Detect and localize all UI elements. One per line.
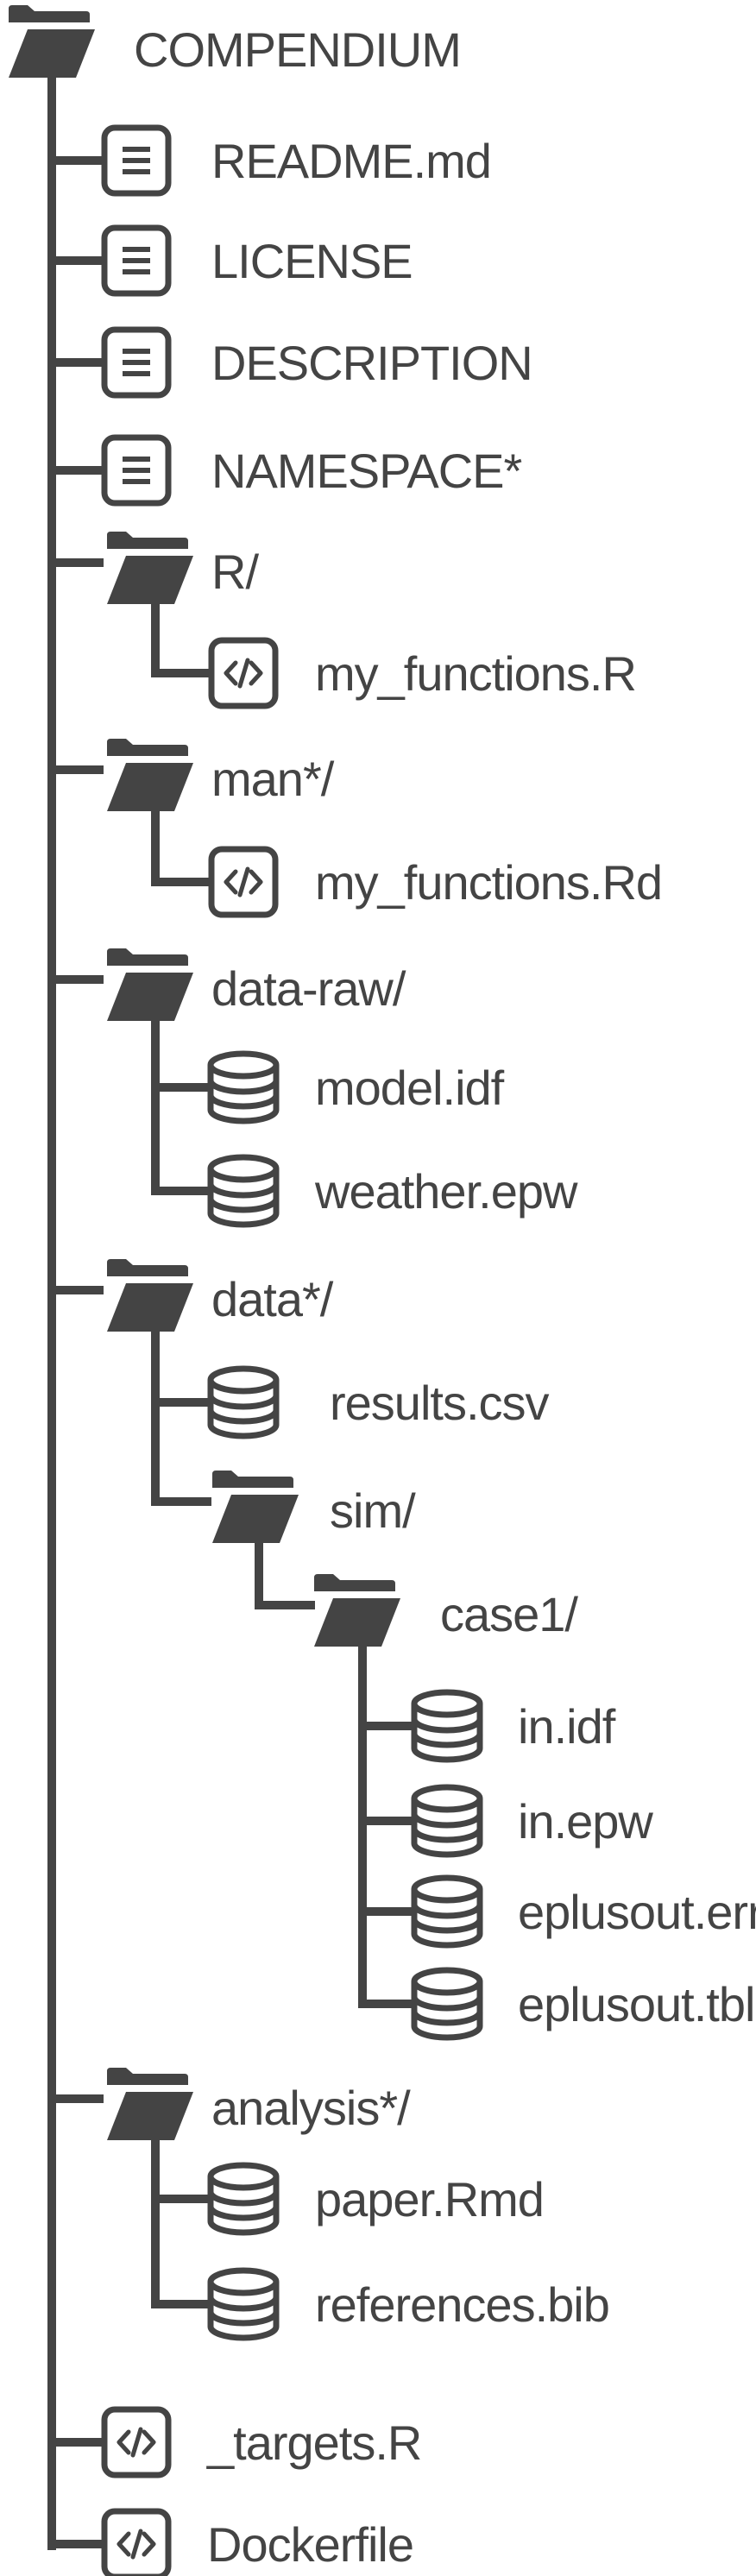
folder-icon xyxy=(107,739,193,811)
tree-node-paper-rmd[interactable]: paper.Rmd xyxy=(211,2165,545,2233)
node-label: _targets.R xyxy=(206,2415,421,2470)
database-icon xyxy=(211,1054,276,1122)
database-icon xyxy=(211,2271,276,2339)
tree-node-data-folder[interactable]: data*/ xyxy=(107,1259,335,1332)
tree-node-in-epw[interactable]: in.epw xyxy=(414,1787,654,1855)
tree-node-description[interactable]: DESCRIPTION xyxy=(104,330,533,395)
sub-case1-folder xyxy=(358,1627,419,2008)
node-label: my_functions.R xyxy=(315,646,636,701)
database-icon xyxy=(414,1787,480,1855)
tree-node-r-folder[interactable]: R/ xyxy=(107,532,260,604)
node-label: eplusout.err xyxy=(518,1885,756,1939)
database-icon xyxy=(211,1157,276,1225)
node-label: R/ xyxy=(211,545,259,599)
tree-node-license[interactable]: LICENSE xyxy=(104,228,413,293)
tree-node-readme[interactable]: README.md xyxy=(104,128,492,193)
tree-node-eplusout-err[interactable]: eplusout.err xyxy=(414,1878,756,1946)
node-label: my_functions.Rd xyxy=(315,855,662,910)
document-icon xyxy=(104,228,168,293)
database-icon xyxy=(211,1369,276,1437)
tree-node-model-idf[interactable]: model.idf xyxy=(211,1054,506,1122)
node-label: model.idf xyxy=(315,1061,505,1115)
sub-data-folder xyxy=(151,1312,211,1506)
node-label: DESCRIPTION xyxy=(211,336,532,390)
node-label: Dockerfile xyxy=(207,2517,413,2572)
tree-node-data-raw-folder[interactable]: data-raw/ xyxy=(107,948,407,1021)
node-label: weather.epw xyxy=(314,1164,578,1219)
tree-node-my-functions-rd[interactable]: my_functions.Rd xyxy=(211,849,663,915)
database-icon xyxy=(414,1970,480,2038)
database-icon xyxy=(211,2165,276,2233)
tree-node-case1-folder[interactable]: case1/ xyxy=(314,1574,579,1647)
tree-node-eplusout-tbl[interactable]: eplusout.tbl xyxy=(414,1970,755,2038)
node-label: references.bib xyxy=(315,2277,609,2332)
document-icon xyxy=(104,438,168,503)
folder-icon xyxy=(9,5,95,78)
tree-node-in-idf[interactable]: in.idf xyxy=(414,1692,617,1760)
node-label: results.csv xyxy=(330,1376,549,1430)
folder-icon xyxy=(107,948,193,1021)
sub-r-folder xyxy=(151,584,211,677)
node-label: in.epw xyxy=(518,1794,653,1849)
tree-node-targets-r[interactable]: _targets.R xyxy=(104,2409,422,2475)
code-icon xyxy=(211,640,275,706)
tree-root[interactable]: COMPENDIUM xyxy=(9,5,462,78)
node-label: man*/ xyxy=(211,752,335,806)
database-icon xyxy=(414,1878,480,1946)
node-label: data*/ xyxy=(211,1272,334,1326)
tree-node-namespace[interactable]: NAMESPACE* xyxy=(104,438,522,503)
tree-connectors xyxy=(47,56,419,2550)
document-icon xyxy=(104,128,168,193)
node-label: in.idf xyxy=(518,1699,616,1754)
node-label: data-raw/ xyxy=(211,961,406,1016)
node-label: NAMESPACE* xyxy=(211,444,521,498)
tree-node-sim-folder[interactable]: sim/ xyxy=(212,1471,417,1543)
tree-node-results-csv[interactable]: results.csv xyxy=(211,1369,550,1437)
sub-sim-folder xyxy=(255,1523,315,1609)
database-icon xyxy=(414,1692,480,1760)
code-icon xyxy=(104,2511,168,2576)
folder-icon xyxy=(107,532,193,604)
tree-node-man-folder[interactable]: man*/ xyxy=(107,739,336,811)
node-label: case1/ xyxy=(440,1587,578,1641)
folder-icon xyxy=(314,1574,400,1647)
tree-node-dockerfile[interactable]: Dockerfile xyxy=(104,2511,414,2576)
folder-icon xyxy=(212,1471,299,1543)
code-icon xyxy=(211,849,275,915)
sub-analysis-folder xyxy=(151,2120,211,2308)
folder-icon xyxy=(107,1259,193,1332)
document-icon xyxy=(104,330,168,395)
node-label: sim/ xyxy=(330,1483,416,1538)
root-label: COMPENDIUM xyxy=(134,22,461,77)
tree-node-analysis-folder[interactable]: analysis*/ xyxy=(107,2068,412,2140)
node-label: paper.Rmd xyxy=(315,2172,544,2226)
tree-node-references-bib[interactable]: references.bib xyxy=(211,2271,610,2339)
node-label: LICENSE xyxy=(211,234,413,288)
tree-node-weather-epw[interactable]: weather.epw xyxy=(211,1157,579,1225)
tree-node-my-functions-r[interactable]: my_functions.R xyxy=(211,640,637,706)
node-label: README.md xyxy=(211,134,491,188)
node-label: eplusout.tbl xyxy=(518,1977,754,2031)
node-label: analysis*/ xyxy=(211,2081,411,2135)
sub-man-folder xyxy=(151,791,211,886)
folder-icon xyxy=(107,2068,193,2140)
sub-data-raw-folder xyxy=(151,1001,211,1195)
code-icon xyxy=(104,2409,168,2475)
